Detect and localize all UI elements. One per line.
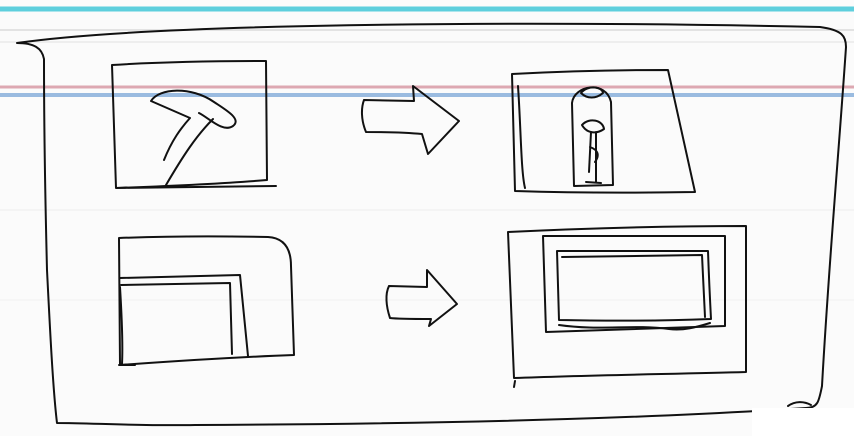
device-ring (581, 87, 603, 97)
bottom-left-window-frame (119, 236, 294, 365)
device-figure (582, 120, 604, 183)
device-inner-tube (572, 87, 613, 186)
bottom-arrow (386, 270, 457, 326)
top-right-device-frame (512, 70, 695, 193)
outer-frame-corner-hook (788, 402, 811, 406)
outer-frame (17, 24, 846, 425)
white-corner-mask (752, 408, 854, 436)
bottom-right-screen-inner (557, 251, 711, 321)
top-arrow (362, 86, 459, 154)
image-arrow-symbol (151, 91, 236, 185)
top-left-image-frame (112, 61, 276, 188)
bottom-left-inner-lines (120, 275, 248, 364)
